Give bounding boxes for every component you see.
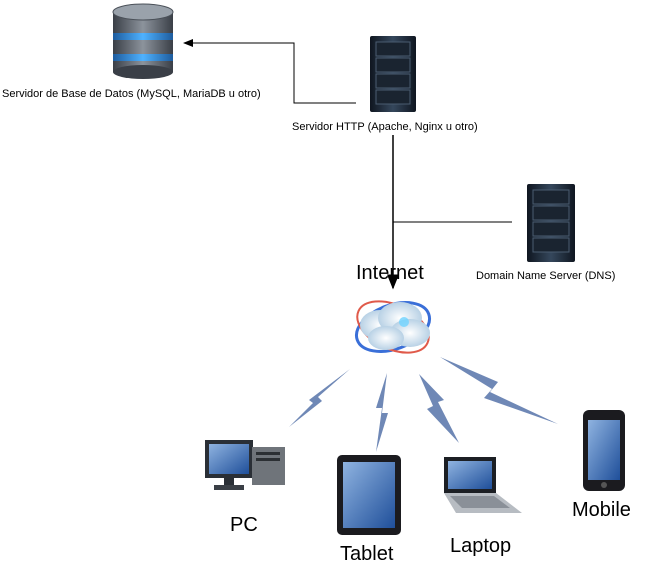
tablet-icon [337,455,401,535]
cloud-globe-icon [355,300,431,354]
server-rack-icon [370,36,416,112]
http-to-database-connector [183,39,356,104]
tablet-label: Tablet [340,543,394,565]
wireless-bolt [289,369,350,427]
desktop-computer-icon [205,440,285,490]
laptop-icon [444,457,522,513]
database-label: Servidor de Base de Datos (MySQL, MariaD… [2,88,261,100]
mobile-phone-icon [583,410,625,491]
wireless-bolt [376,373,388,452]
dns-label: Domain Name Server (DNS) [476,270,616,282]
laptop-label: Laptop [450,535,512,557]
internet-label: Internet [356,262,424,284]
http-server-label: Servidor HTTP (Apache, Nginx u otro) [292,121,478,133]
wireless-bolt [419,374,459,443]
wireless-bolt [440,357,558,424]
server-rack-icon [527,184,575,262]
mobile-label: Mobile [572,499,631,521]
pc-label: PC [230,514,258,536]
database-icon [112,3,174,79]
